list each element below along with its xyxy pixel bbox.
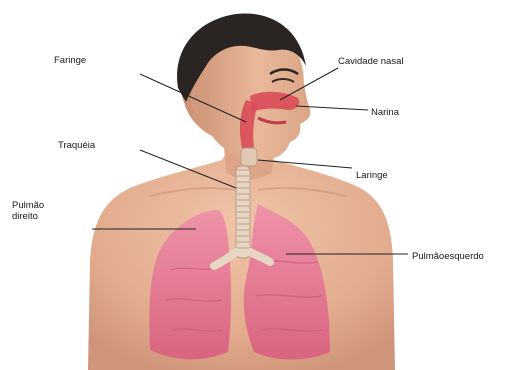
label-pulmao-direito: Pulmão direito: [12, 200, 72, 222]
larynx: [241, 148, 257, 166]
label-laringe: Laringe: [356, 170, 388, 181]
label-faringe: Faringe: [54, 55, 86, 66]
label-traqueia: Traquéia: [58, 140, 95, 151]
label-cavidade-nasal: Cavidade nasal: [338, 56, 404, 67]
label-narina: Narina: [371, 107, 399, 118]
label-pulmao-esquerdo: Pulmãoesquerdo: [412, 251, 484, 262]
